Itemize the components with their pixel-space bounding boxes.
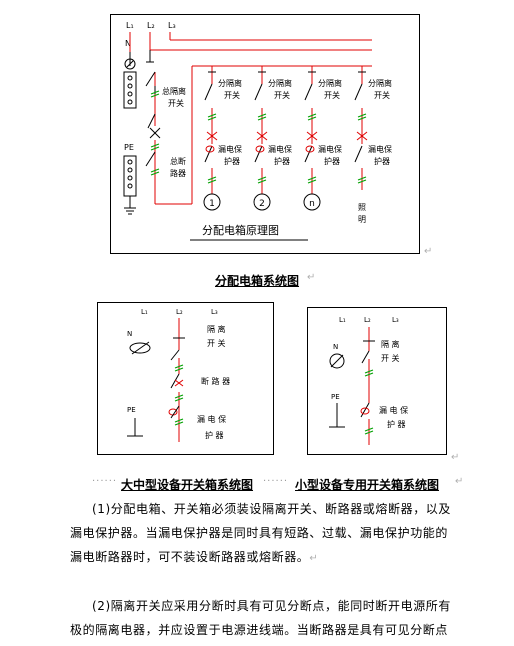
paragraph-mark: ↵ bbox=[451, 452, 460, 463]
isolator-label-2: 开 关 bbox=[207, 338, 226, 348]
rcd-label-1: 漏 电 保 bbox=[197, 414, 226, 424]
paragraph-1: (1)分配电箱、开关箱必须装设隔离开关、断路器或熔断器，以及 漏电保护器。当漏电… bbox=[70, 497, 470, 571]
phase-label-l2: L₂ bbox=[147, 21, 155, 30]
branch-isolator-label-3b: 开关 bbox=[324, 90, 340, 100]
distribution-box-schematic: L₁ L₂ L₃ N bbox=[110, 14, 420, 254]
phase-label-l1: L₁ bbox=[126, 21, 134, 30]
branch-rcd-label-4a: 漏电保 bbox=[368, 144, 392, 154]
meter-icon bbox=[329, 353, 345, 369]
rcd-label-2: 护 器 bbox=[387, 419, 406, 429]
earth-label: PE bbox=[127, 406, 136, 414]
main-isolator-label-2: 开关 bbox=[168, 98, 184, 108]
leader-dots: ······ bbox=[92, 476, 118, 487]
neutral-label: N bbox=[125, 39, 131, 48]
circuit-label-1: 1 bbox=[209, 199, 215, 209]
earth-terminal-icon bbox=[123, 155, 137, 215]
paragraph-2-line-1: (2)隔离开关应采用分断时具有可见分断点，能同时断开电源所有 bbox=[92, 599, 452, 613]
main-isolator-label-1: 总隔离 bbox=[162, 86, 186, 96]
earth-icon bbox=[127, 418, 143, 437]
paragraph-2-line-2: 极的隔离电器，并应设置于电源进线端。当断路器是具有可见分断点 bbox=[70, 623, 449, 637]
large-switch-box-schematic: L₁ L₂ L₃ N 隔 离 开 关 断 路 器 PE 漏 电 保 护 器 bbox=[97, 302, 274, 455]
branch-isolator-label-3a: 分隔离 bbox=[318, 78, 342, 88]
caption-small-switch-box: 小型设备专用开关箱系统图 bbox=[295, 478, 440, 492]
phase-label-l3: L₃ bbox=[392, 316, 399, 324]
branch-rcd-label-1a: 漏电保 bbox=[218, 144, 242, 154]
phase-label-l1: L₁ bbox=[339, 316, 346, 324]
branch-rcd-label-3b: 护器 bbox=[324, 156, 340, 166]
lighting-label-2: 明 bbox=[358, 215, 366, 224]
main-breaker-label-2: 路器 bbox=[170, 168, 186, 178]
neutral-meter-icon bbox=[123, 52, 137, 109]
rcd-label-1: 漏 电 保 bbox=[379, 405, 408, 415]
lighting-label-1: 照 bbox=[358, 203, 366, 212]
phase-label-l2: L₂ bbox=[176, 308, 183, 316]
branch-rcd-label-2a: 漏电保 bbox=[268, 144, 292, 154]
phase-label-l3: L₃ bbox=[211, 308, 218, 316]
main-breaker-label-1: 总断 bbox=[170, 156, 186, 166]
branch-rcd-label-1b: 护器 bbox=[224, 156, 240, 166]
small-switch-box-schematic: L₁ L₂ L₃ N 隔 离 开 关 PE 漏 电 保 护 器 bbox=[307, 307, 447, 455]
isolator-label-1: 隔 离 bbox=[381, 339, 400, 349]
branch-isolator-label-2a: 分隔离 bbox=[268, 78, 292, 88]
diagram-title: 分配电箱原理图 bbox=[202, 223, 279, 237]
branch-rcd-label-3a: 漏电保 bbox=[318, 144, 342, 154]
earth-icon bbox=[329, 403, 345, 428]
branch-isolator-label-4a: 分隔离 bbox=[368, 78, 392, 88]
rcd-label-2: 护 器 bbox=[205, 430, 224, 440]
breaker-label: 断 路 器 bbox=[201, 376, 230, 386]
leader-dots: ······ bbox=[263, 476, 289, 487]
branch-isolator-label-1b: 开关 bbox=[224, 90, 240, 100]
circuit-label-n: n bbox=[309, 199, 315, 209]
paragraph-mark: ↵ bbox=[309, 553, 319, 564]
paragraph-mark: ↵ bbox=[455, 476, 464, 487]
circuit-label-2: 2 bbox=[259, 199, 265, 209]
branch-isolator-label-1a: 分隔离 bbox=[218, 78, 242, 88]
branch-isolator-label-2b: 开关 bbox=[274, 90, 290, 100]
paragraph-mark: ↵ bbox=[307, 272, 316, 283]
branch-isolator-label-4b: 开关 bbox=[374, 90, 390, 100]
caption-large-switch-box: 大中型设备开关箱系统图 bbox=[121, 478, 254, 492]
branch-rcd-label-4b: 护器 bbox=[374, 156, 390, 166]
earth-label: PE bbox=[331, 393, 340, 401]
earth-label: PE bbox=[124, 143, 134, 152]
neutral-label: N bbox=[127, 330, 132, 338]
isolator-label-1: 隔 离 bbox=[207, 324, 226, 334]
isolator-label-2: 开 关 bbox=[381, 353, 400, 363]
paragraph-mark: ↵ bbox=[424, 246, 433, 257]
paragraph-1-line-2: 漏电保护器。当漏电保护器是同时具有短路、过载、漏电保护功能的 bbox=[70, 526, 449, 540]
paragraph-1-line-3: 漏电断路器时，可不装设断路器或熔断器。 bbox=[70, 550, 310, 564]
branch-rcd-label-2b: 护器 bbox=[274, 156, 290, 166]
meter-icon bbox=[129, 341, 151, 355]
paragraph-2: (2)隔离开关应采用分断时具有可见分断点，能同时断开电源所有 极的隔离电器，并应… bbox=[70, 594, 470, 642]
phase-label-l3: L₃ bbox=[168, 21, 176, 30]
neutral-label: N bbox=[333, 343, 338, 351]
paragraph-1-line-1: (1)分配电箱、开关箱必须装设隔离开关、断路器或熔断器，以及 bbox=[92, 502, 452, 516]
caption-distribution-box: 分配电箱系统图 bbox=[215, 274, 300, 288]
phase-label-l2: L₂ bbox=[364, 316, 371, 324]
phase-label-l1: L₁ bbox=[141, 308, 148, 316]
